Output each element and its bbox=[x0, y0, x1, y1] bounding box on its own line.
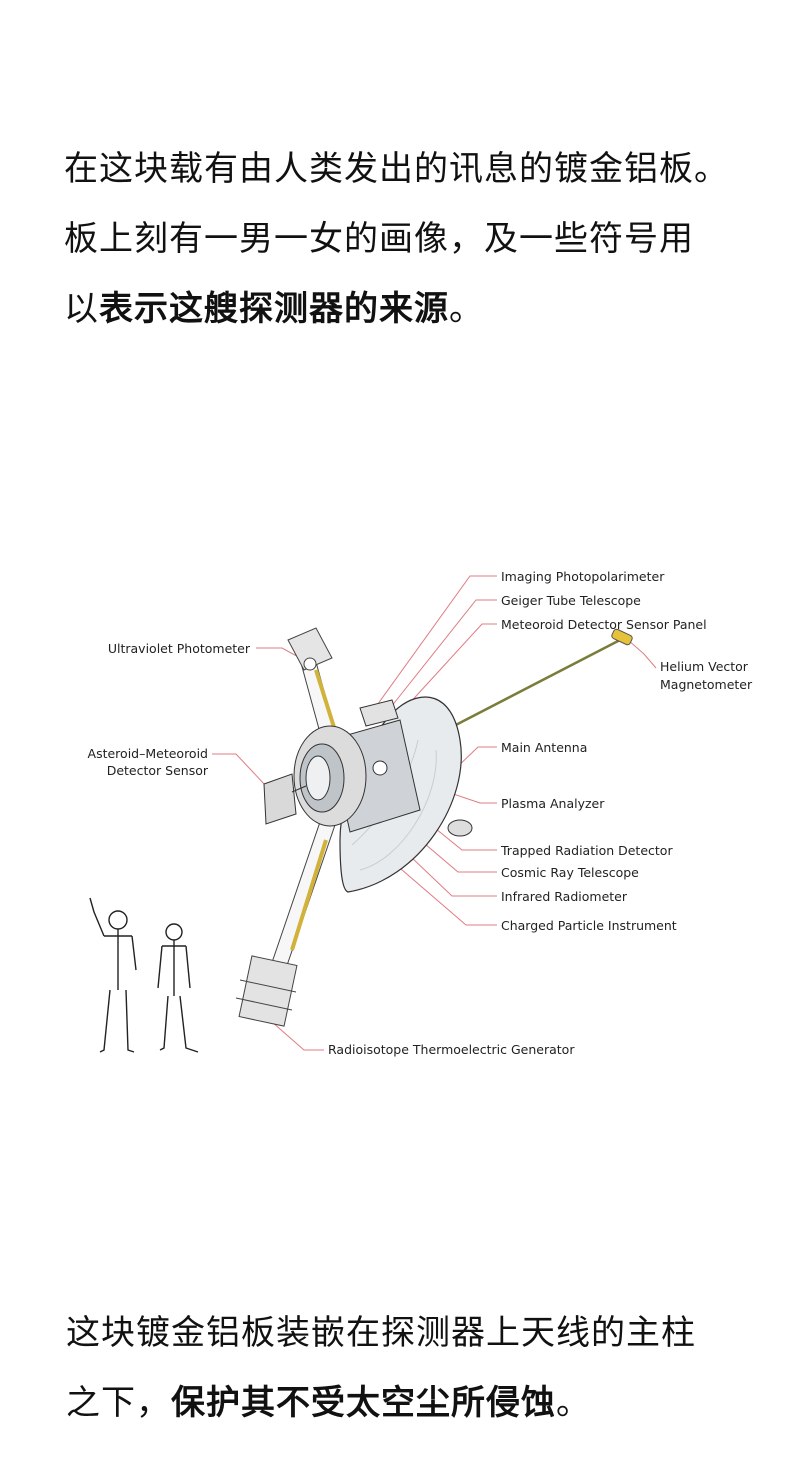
outro-line-2-bold: 保护其不受太空尘所侵蚀 bbox=[171, 1383, 556, 1423]
outro-line-2-plain: 之下， bbox=[66, 1383, 171, 1423]
uv-photometer-unit bbox=[287, 627, 333, 671]
intro-line-1: 在这块载有由人类发出的讯息的镀金铝板。 bbox=[64, 149, 729, 189]
intro-line-3-end: 。 bbox=[449, 289, 484, 329]
label-radioisotope-generator: Radioisotope Thermoelectric Generator bbox=[328, 1042, 575, 1057]
asteroid-meteoroid-sensor bbox=[263, 773, 297, 825]
magnetometer-sensor bbox=[611, 628, 633, 646]
outro-line-2-end: 。 bbox=[556, 1383, 591, 1423]
plaque-figures bbox=[89, 897, 199, 1053]
spacecraft bbox=[235, 627, 633, 1027]
label-meteoroid-detector-sensor-panel: Meteoroid Detector Sensor Panel bbox=[501, 617, 707, 632]
label-ultraviolet-photometer: Ultraviolet Photometer bbox=[108, 641, 251, 656]
woman-figure bbox=[157, 923, 199, 1053]
label-helium-vector-2: Magnetometer bbox=[660, 677, 753, 692]
pioneer-spacecraft-diagram: Imaging Photopolarimeter Geiger Tube Tel… bbox=[88, 569, 753, 1057]
man-figure bbox=[89, 897, 137, 1053]
label-asteroid-meteoroid-2: Detector Sensor bbox=[107, 763, 209, 778]
outro-line-1: 这块镀金铝板装嵌在探测器上天线的主柱 bbox=[66, 1313, 696, 1353]
label-trapped-radiation-detector: Trapped Radiation Detector bbox=[500, 843, 673, 858]
intro-line-3-plain: 以 bbox=[64, 289, 99, 329]
label-charged-particle-instrument: Charged Particle Instrument bbox=[501, 918, 677, 933]
diagram-labels: Imaging Photopolarimeter Geiger Tube Tel… bbox=[88, 569, 753, 1057]
rtg-unit bbox=[235, 955, 298, 1027]
label-geiger-tube-telescope: Geiger Tube Telescope bbox=[501, 593, 641, 608]
label-cosmic-ray-telescope: Cosmic Ray Telescope bbox=[501, 865, 639, 880]
outro-paragraph: 这块镀金铝板装嵌在探测器上天线的主柱 之下，保护其不受太空尘所侵蚀。 bbox=[66, 1298, 781, 1438]
feed-horn bbox=[447, 819, 473, 837]
intro-line-3-bold: 表示这艘探测器的来源 bbox=[99, 289, 449, 329]
label-plasma-analyzer: Plasma Analyzer bbox=[501, 796, 605, 811]
label-asteroid-meteoroid-1: Asteroid–Meteoroid bbox=[88, 746, 208, 761]
intro-line-2: 板上刻有一男一女的画像，及一些符号用 bbox=[64, 219, 694, 259]
outro-line-2: 之下，保护其不受太空尘所侵蚀。 bbox=[66, 1368, 781, 1438]
label-infrared-radiometer: Infrared Radiometer bbox=[501, 889, 628, 904]
label-helium-vector-1: Helium Vector bbox=[660, 659, 749, 674]
label-main-antenna: Main Antenna bbox=[501, 740, 587, 755]
label-imaging-photopolarimeter: Imaging Photopolarimeter bbox=[501, 569, 665, 584]
intro-paragraph: 在这块载有由人类发出的讯息的镀金铝板。 板上刻有一男一女的画像，及一些符号用 以… bbox=[64, 134, 781, 344]
intro-line-3: 以表示这艘探测器的来源。 bbox=[64, 274, 781, 344]
